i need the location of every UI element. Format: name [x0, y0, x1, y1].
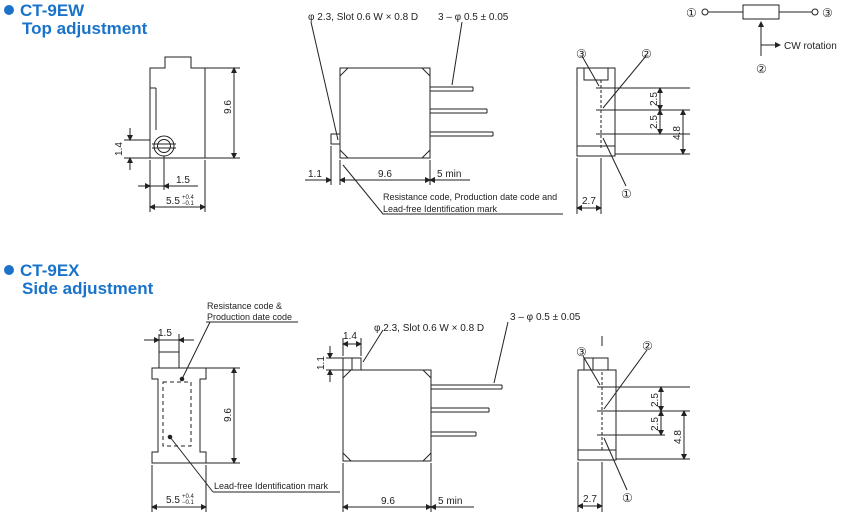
code-note: Resistance code, Production date code an…	[383, 192, 557, 202]
dim-label: 1.5	[158, 328, 172, 339]
dim-label: 9.6	[381, 496, 395, 507]
dim-label: 4.8	[672, 126, 683, 140]
section-heading-ct9ex: CT-9EX Side adjustment	[4, 262, 153, 298]
ex-side-view	[326, 321, 509, 512]
dim-label: 5 min	[438, 496, 462, 507]
slot-note: φ 2.3, Slot 0.6 W × 0.8 D	[374, 323, 484, 334]
dim-label: 2.7	[583, 494, 597, 505]
slot-note: φ 2.3, Slot 0.6 W × 0.8 D	[308, 12, 418, 23]
ew-end-view	[576, 55, 690, 214]
circuit-schematic	[701, 4, 819, 56]
pins-note: 3 – φ 0.5 ± 0.05	[438, 12, 509, 23]
pins-note: 3 – φ 0.5 ± 0.05	[510, 312, 581, 323]
dim-label: 1.4	[343, 331, 357, 342]
dim-label: 1.1	[308, 169, 322, 180]
lead-free-note: Lead-free Identification mark	[214, 481, 329, 491]
dim-label: 2.5	[650, 417, 661, 431]
dim-label: 1.1	[316, 356, 327, 370]
tolerance-plus: +0.4	[182, 494, 195, 500]
pin-label: ③	[576, 345, 587, 359]
bullet-icon	[4, 5, 14, 15]
schematic-pin2-label: ②	[756, 62, 767, 76]
dim-label: 4.8	[673, 430, 684, 444]
dim-label: 9.6	[223, 408, 234, 422]
schematic-pin1-label: ①	[686, 6, 697, 20]
pin-label: ①	[621, 187, 632, 201]
dim-label: 2.5	[649, 92, 660, 106]
dim-label: 1.4	[114, 142, 125, 156]
bullet-icon	[4, 265, 14, 275]
model-name: CT-9EW	[20, 1, 85, 20]
tolerance-minus: −0.1	[182, 500, 195, 506]
ex-front-view	[144, 321, 340, 512]
model-name: CT-9EX	[20, 261, 80, 280]
dim-label: 1.5	[176, 175, 190, 186]
dim-label: 2.5	[649, 115, 660, 129]
dim-label: 5 min	[437, 169, 461, 180]
section-heading-ct9ew: CT-9EW Top adjustment	[4, 2, 147, 38]
schematic-pin3-label: ③	[822, 6, 833, 20]
dim-label: 5.5	[166, 196, 180, 207]
tolerance-minus: −0.1	[182, 201, 195, 207]
pin-label: ②	[641, 47, 652, 61]
cw-rotation-label: CW rotation	[784, 41, 837, 52]
ew-side-view	[305, 21, 563, 215]
code-note: Lead-free Identification mark	[383, 204, 498, 214]
adjustment-type: Top adjustment	[22, 19, 148, 38]
dim-label: 2.5	[650, 393, 661, 407]
pin-label: ①	[622, 491, 633, 505]
dim-label: 9.6	[378, 169, 392, 180]
code-note: Resistance code &	[207, 301, 282, 311]
dim-label: 9.6	[223, 100, 234, 114]
dim-label: 5.5	[166, 495, 180, 506]
dim-label: 2.7	[582, 196, 596, 207]
adjustment-type: Side adjustment	[22, 279, 154, 298]
ex-end-view	[577, 336, 690, 512]
pin-label: ③	[576, 47, 587, 61]
tolerance-plus: +0.4	[182, 195, 195, 201]
code-note: Production date code	[207, 312, 292, 322]
pin-label: ②	[642, 339, 653, 353]
ew-front-view	[124, 56, 240, 212]
